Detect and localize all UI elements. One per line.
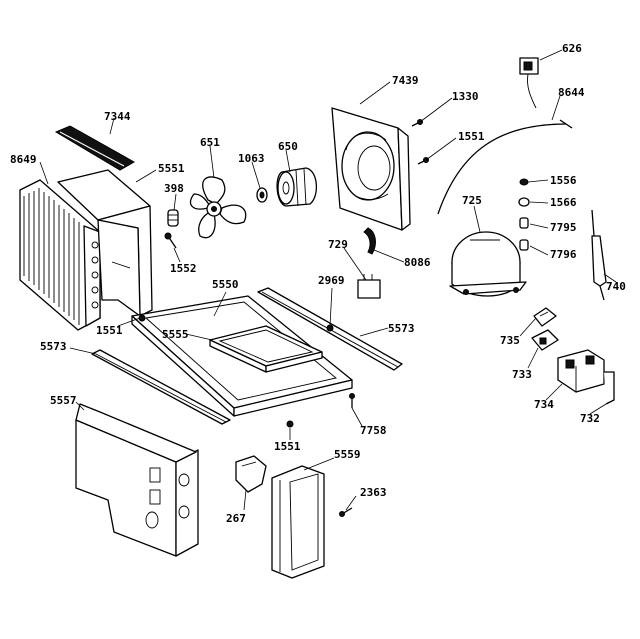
- strap-8086: [363, 227, 376, 255]
- top-bracket: [54, 125, 136, 171]
- label-5557: 5557: [50, 394, 77, 407]
- label-735: 735: [500, 334, 520, 347]
- screw-1552: [164, 232, 177, 249]
- label-1552: 1552: [170, 262, 197, 275]
- fan-shroud: [331, 107, 411, 231]
- label-8086: 8086: [404, 256, 431, 269]
- label-5555: 5555: [162, 328, 189, 341]
- screw-7758: [349, 393, 355, 408]
- cover-733: [531, 329, 559, 351]
- fan-blade: [189, 176, 247, 239]
- label-732: 732: [580, 412, 600, 425]
- label-1556: 1556: [550, 174, 577, 187]
- label-7439: 7439: [392, 74, 419, 87]
- label-267: 267: [226, 512, 246, 525]
- label-7795: 7795: [550, 221, 577, 234]
- clip-735: [533, 307, 557, 327]
- label-5559: 5559: [334, 448, 361, 461]
- label-5573-left: 5573: [40, 340, 67, 353]
- screw-1330: [411, 119, 423, 127]
- label-2363: 2363: [360, 486, 387, 499]
- condenser-shroud: [57, 169, 153, 317]
- label-2969: 2969: [318, 274, 345, 287]
- label-651: 651: [200, 136, 220, 149]
- screw-1551-low: [286, 420, 294, 428]
- control-267: [235, 455, 267, 493]
- washer-1566: [518, 197, 530, 207]
- label-733: 733: [512, 368, 532, 381]
- screw-2363: [339, 507, 353, 517]
- label-5573-right: 5573: [388, 322, 415, 335]
- grommet-1556: [519, 178, 529, 186]
- label-5551: 5551: [158, 162, 185, 175]
- label-1330: 1330: [452, 90, 479, 103]
- label-725: 725: [462, 194, 482, 207]
- label-1551-mid: 1551: [96, 324, 123, 337]
- label-8644: 8644: [558, 86, 585, 99]
- label-7796: 7796: [550, 248, 577, 261]
- leader-lines: [39, 49, 617, 511]
- label-8649: 8649: [10, 153, 37, 166]
- callout-labels: 626 7439 1330 8644 7344 1551 651 1063 65…: [10, 42, 626, 525]
- compressor: [449, 231, 527, 297]
- wire-732: [604, 371, 615, 405]
- nut-1063: [256, 187, 268, 203]
- label-1063: 1063: [238, 152, 265, 165]
- rail-right: [257, 287, 403, 371]
- rail-left: [91, 349, 231, 425]
- label-7758: 7758: [360, 424, 387, 437]
- clip-7796: [519, 239, 529, 251]
- label-7344: 7344: [104, 110, 131, 123]
- label-5550: 5550: [212, 278, 239, 291]
- label-740: 740: [606, 280, 626, 293]
- condenser-coil: [19, 179, 101, 331]
- label-1566: 1566: [550, 196, 577, 209]
- spring-398: [167, 209, 179, 227]
- label-650: 650: [278, 140, 298, 153]
- label-626: 626: [562, 42, 582, 55]
- fan-motor: [276, 167, 317, 207]
- relay-729: [357, 274, 381, 299]
- label-1551-low: 1551: [274, 440, 301, 453]
- screw-1551-top: [417, 157, 429, 165]
- label-398: 398: [164, 182, 184, 195]
- front-panel: [75, 403, 199, 557]
- drain-pan: [209, 325, 323, 373]
- label-1551-top: 1551: [458, 130, 485, 143]
- terminal-box-734: [557, 349, 605, 393]
- label-734: 734: [534, 398, 554, 411]
- drier-740: [591, 209, 607, 301]
- side-panel: [271, 465, 325, 579]
- overload-626: [519, 57, 539, 109]
- capillary-8644: [437, 119, 573, 215]
- sleeve-7795: [519, 217, 529, 229]
- label-729: 729: [328, 238, 348, 251]
